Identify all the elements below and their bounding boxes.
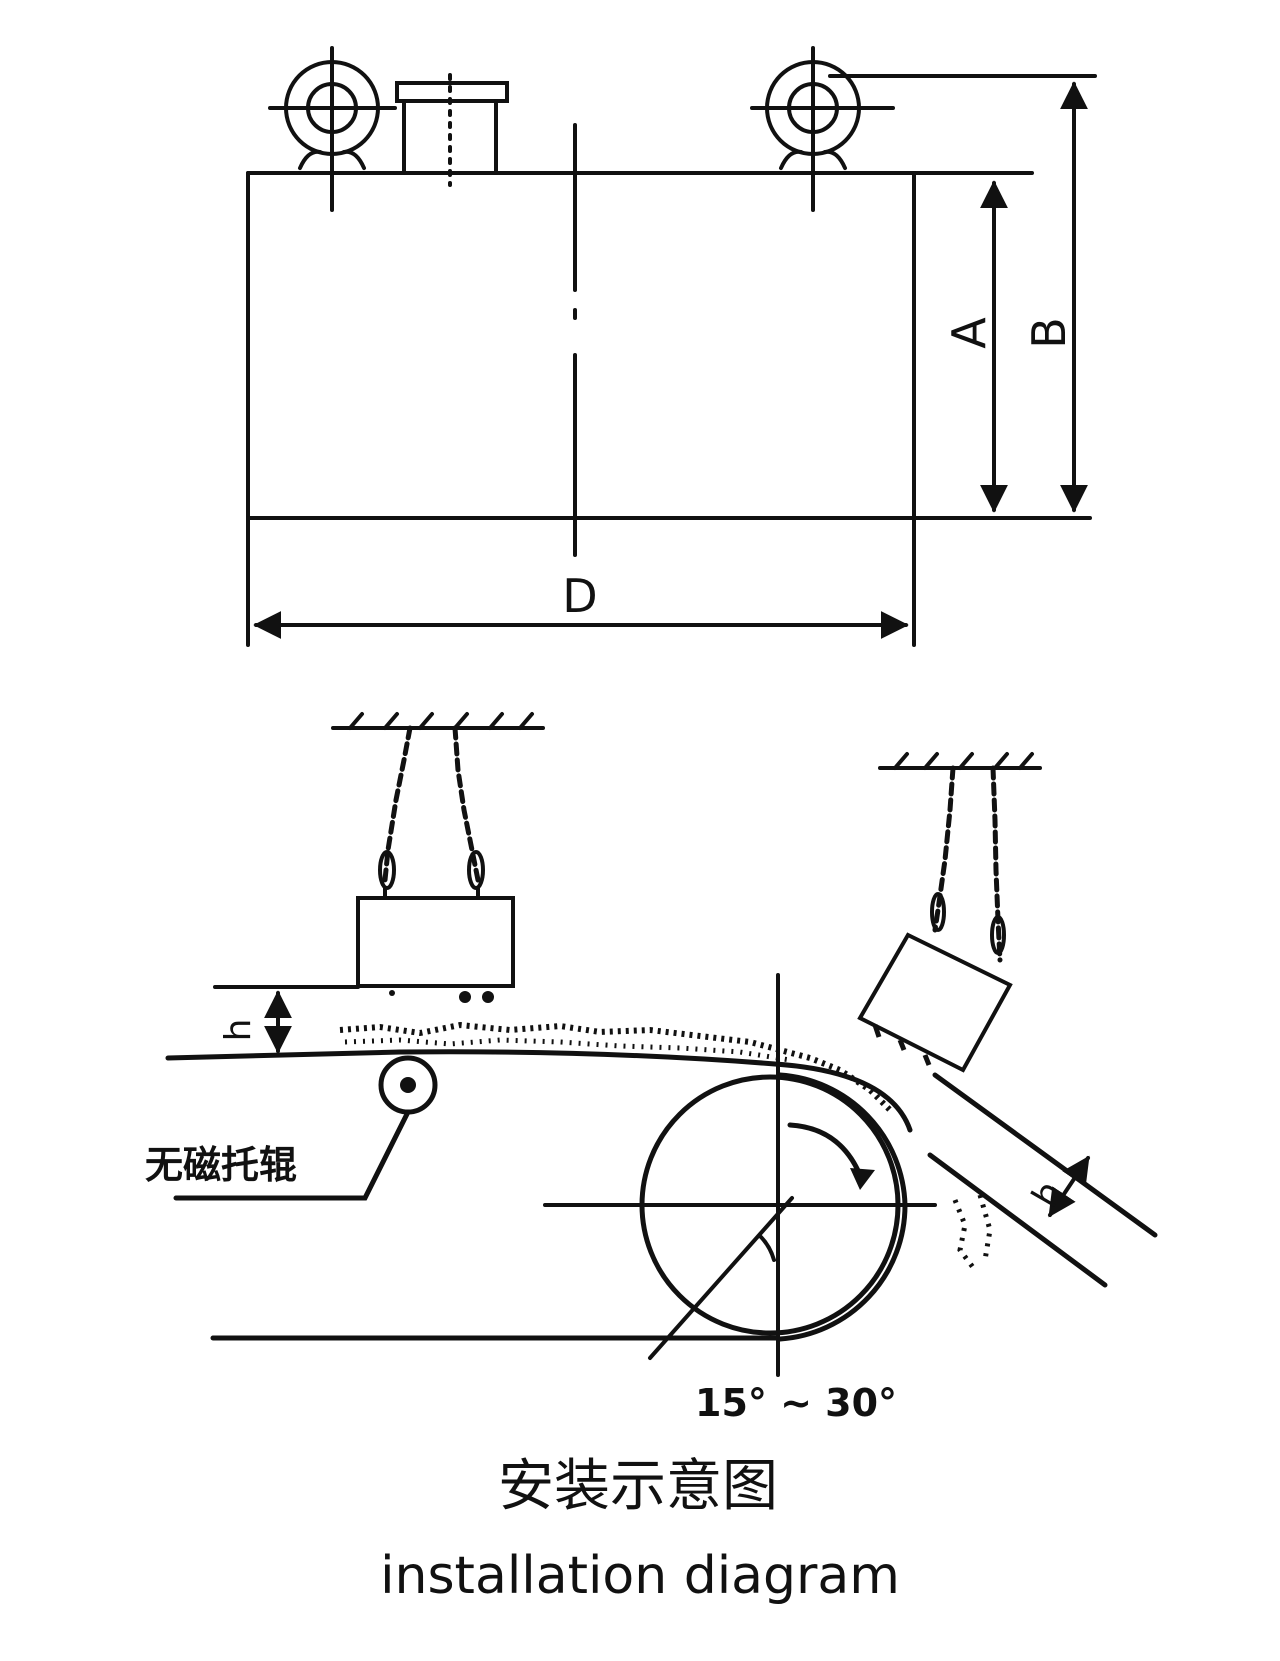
gap-label-left: h — [218, 1019, 259, 1042]
angle-label: 15° ~ 30° — [695, 1381, 897, 1425]
dimension-b: B — [1022, 81, 1088, 513]
suspension-chain-left — [378, 725, 485, 900]
dimension-a: A — [942, 180, 1008, 513]
installation-drawing: h 无磁托辊 — [145, 712, 1158, 1425]
discharge-guide: h — [927, 1072, 1158, 1288]
caption-chinese: 安装示意图 — [498, 1454, 778, 1519]
separator-magnet-right — [857, 932, 1013, 1073]
head-pulley — [543, 973, 937, 1377]
gap-label-right: h — [1025, 1174, 1072, 1214]
separator-magnet-left — [356, 896, 515, 1003]
lifting-eye-left — [268, 46, 397, 212]
dimension-b-label: B — [1022, 317, 1076, 349]
magnet-dimension-drawing: A B D — [246, 46, 1097, 647]
ceiling-support-left — [331, 712, 545, 730]
idler-roller-label: 无磁托辊 — [145, 1143, 297, 1187]
dimension-d: D — [246, 516, 916, 647]
ceiling-support-right — [878, 752, 1042, 770]
dimension-a-label: A — [942, 317, 996, 349]
suspension-chain-right — [930, 765, 1006, 963]
terminal-box — [395, 73, 509, 187]
gap-dimension-left: h — [213, 985, 360, 1054]
non-magnetic-idler: 无磁托辊 — [145, 1055, 438, 1201]
lifting-eye-right — [750, 46, 1097, 212]
caption-english: installation diagram — [380, 1546, 900, 1606]
dimension-d-label: D — [562, 569, 597, 623]
conveyor-belt — [165, 1049, 913, 1341]
magnet-body — [246, 171, 1092, 520]
material-on-belt — [339, 1021, 893, 1113]
